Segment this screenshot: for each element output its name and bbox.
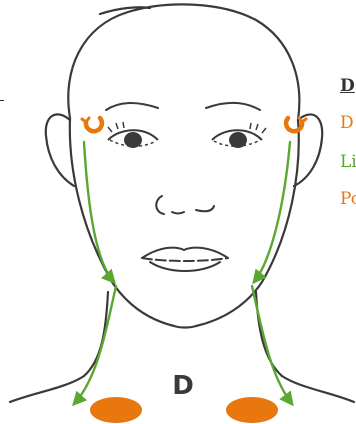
hairline: [68, 4, 299, 120]
eyebrows: [106, 103, 260, 110]
left-edge-cropped-text: [0, 86, 4, 102]
right-neck: [256, 292, 354, 402]
left-drainage-arrow: [84, 142, 114, 282]
nose: [156, 196, 214, 214]
legend-heading: D: [340, 76, 355, 96]
temple-markers: [82, 118, 306, 131]
legend-item-3: Po: [340, 189, 356, 209]
legend-item-2: Li: [340, 152, 356, 172]
left-eye: [108, 122, 158, 148]
right-jaw: [196, 120, 299, 326]
eyes: [108, 122, 266, 148]
left-neck-arrow: [74, 286, 116, 404]
right-neck-arrow: [252, 286, 292, 404]
right-eyebrow: [206, 103, 260, 110]
center-label: D: [172, 371, 194, 401]
legend-item-1: D: [340, 113, 354, 133]
left-eyebrow: [106, 103, 158, 110]
head-outline: [10, 4, 354, 402]
chin: [174, 326, 196, 328]
mouth: [142, 248, 228, 271]
left-neck: [10, 292, 108, 402]
left-lymph-node: [90, 397, 142, 423]
right-lymph-node: [226, 397, 278, 423]
lymph-arrows: [74, 142, 292, 404]
right-eye: [212, 123, 266, 148]
